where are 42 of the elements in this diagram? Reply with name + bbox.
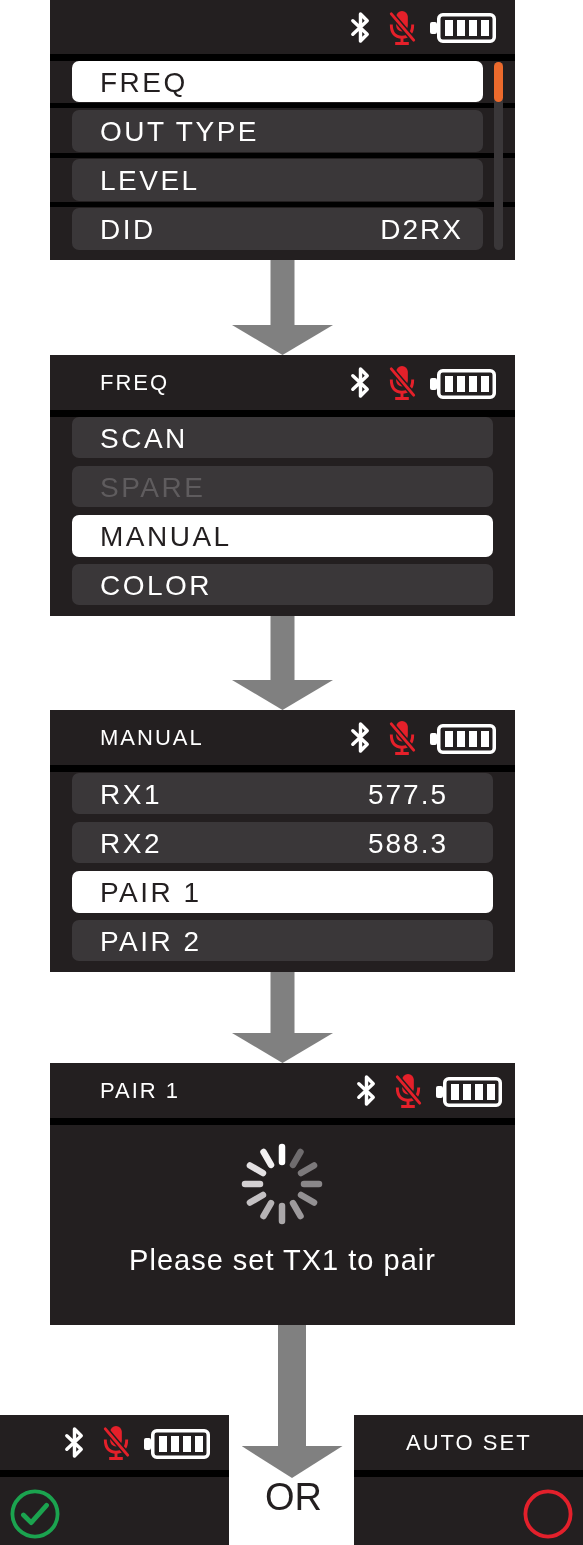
device-screen — [50, 1063, 515, 1325]
menu-item — [72, 159, 483, 201]
menu-label: FREQ — [100, 69, 188, 97]
screen-title: AUTO SET — [406, 1432, 532, 1454]
highlighted-menu-item — [72, 515, 493, 557]
screen-title: MANUAL — [100, 727, 204, 749]
device-screen — [0, 1415, 229, 1545]
menu-label: RX1 — [100, 781, 162, 809]
device-screen — [50, 0, 515, 260]
menu-value: D2RX — [380, 216, 463, 244]
device-screen — [50, 355, 515, 616]
menu-label: OUT TYPE — [100, 118, 259, 146]
menu-item — [72, 417, 493, 458]
arrow — [232, 260, 333, 355]
menu-label: LEVEL — [100, 167, 200, 195]
menu-label: SCAN — [100, 425, 188, 453]
menu-value: 588.3 — [367, 830, 448, 858]
menu-value: 577.5 — [367, 781, 448, 809]
menu-item — [72, 822, 493, 863]
menu-label: PAIR 1 — [100, 879, 202, 907]
screen-title: FREQ — [100, 372, 170, 394]
menu-item — [72, 773, 493, 814]
arrow — [241, 1325, 343, 1478]
highlighted-menu-item — [72, 61, 483, 102]
menu-item — [72, 110, 483, 152]
status-message: Please set TX1 to pair — [129, 1246, 436, 1275]
menu-item — [72, 920, 493, 961]
menu-label: PAIR 2 — [100, 928, 202, 956]
arrow — [232, 616, 333, 710]
arrow — [232, 972, 333, 1063]
device-screen — [354, 1415, 583, 1545]
menu-label: RX2 — [100, 830, 162, 858]
menu-item — [72, 564, 493, 605]
screen-title: PAIR 1 — [100, 1080, 181, 1102]
menu-label: MANUAL — [100, 523, 232, 551]
menu-label: DID — [100, 216, 156, 244]
or-label: OR — [265, 1478, 322, 1516]
device-screen — [50, 710, 515, 972]
highlighted-menu-item — [72, 871, 493, 913]
menu-item — [72, 466, 493, 507]
menu-label: COLOR — [100, 572, 213, 600]
menu-item — [72, 208, 483, 250]
